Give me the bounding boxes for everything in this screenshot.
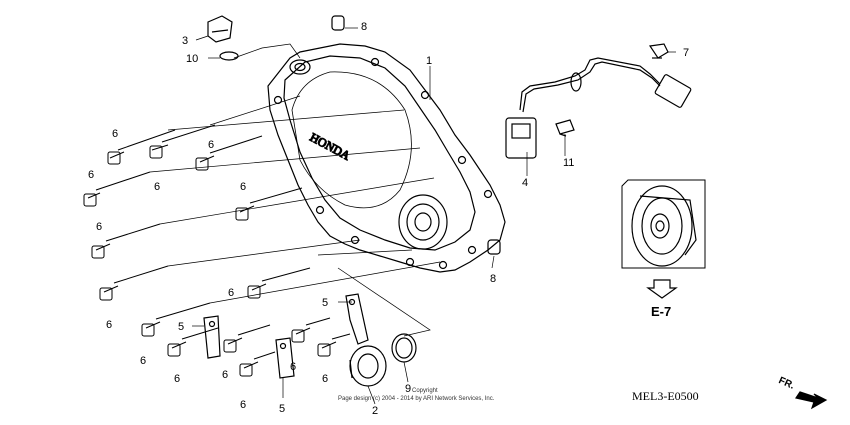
clamps xyxy=(203,293,369,379)
section-ref: E-7 xyxy=(651,304,671,319)
cover-logo: HONDA xyxy=(308,130,353,163)
callout-11: 11 xyxy=(563,157,574,169)
callout-6-f: 6 xyxy=(96,221,102,233)
front-direction-arrow-icon xyxy=(795,391,828,410)
leader-lines xyxy=(149,27,676,405)
inset-panel xyxy=(621,179,706,269)
callout-4: 4 xyxy=(522,177,528,189)
callout-8-b: 8 xyxy=(490,273,496,285)
callout-3: 3 xyxy=(182,35,188,47)
callout-6-d: 6 xyxy=(208,139,214,151)
front-direction-label: FR. xyxy=(777,375,796,392)
callout-6-b: 6 xyxy=(154,181,160,193)
callout-6-h: 6 xyxy=(106,319,112,331)
callout-5-a: 5 xyxy=(322,297,328,309)
ref-code: MEL3-E0500 xyxy=(632,389,699,403)
crankcase-cover xyxy=(267,43,506,273)
callout-2: 2 xyxy=(372,405,378,417)
hole-cap xyxy=(349,345,387,387)
callout-8-a: 8 xyxy=(361,21,367,33)
callout-6-c: 6 xyxy=(88,169,94,181)
callout-7: 7 xyxy=(683,47,689,59)
callout-6-g: 6 xyxy=(228,287,234,299)
oil-filler-cap xyxy=(207,15,233,43)
callout-6-l: 6 xyxy=(240,399,246,411)
callout-6-a: 6 xyxy=(112,128,118,140)
o-ring-10 xyxy=(219,51,239,61)
cover-bolts xyxy=(83,124,351,377)
callout-6-j: 6 xyxy=(174,373,180,385)
switch-harness xyxy=(505,57,692,159)
dowel-pin-right xyxy=(487,239,501,255)
copyright-line-1: Copyright xyxy=(412,388,438,394)
bolt-11 xyxy=(555,119,575,137)
callout-labels: 1 2 3 4 5 5 5 6 6 6 6 6 6 6 6 6 6 6 6 6 … xyxy=(88,21,689,417)
callout-5-c: 5 xyxy=(279,403,285,415)
o-ring-9 xyxy=(391,333,417,363)
callout-9: 9 xyxy=(405,383,411,395)
callout-6-m: 6 xyxy=(290,361,296,373)
callout-6-e: 6 xyxy=(240,181,246,193)
callout-5-b: 5 xyxy=(178,321,184,333)
dowel-pin-top xyxy=(331,15,345,31)
callout-6-i: 6 xyxy=(140,355,146,367)
section-arrow-icon xyxy=(646,279,678,299)
copyright-line-2: Page design (c) 2004 - 2014 by ARI Netwo… xyxy=(338,396,495,402)
bolt-7 xyxy=(648,43,669,59)
callout-10: 10 xyxy=(186,53,198,65)
callout-1: 1 xyxy=(426,55,432,67)
callout-6-k: 6 xyxy=(222,369,228,381)
callout-6-n: 6 xyxy=(322,373,328,385)
